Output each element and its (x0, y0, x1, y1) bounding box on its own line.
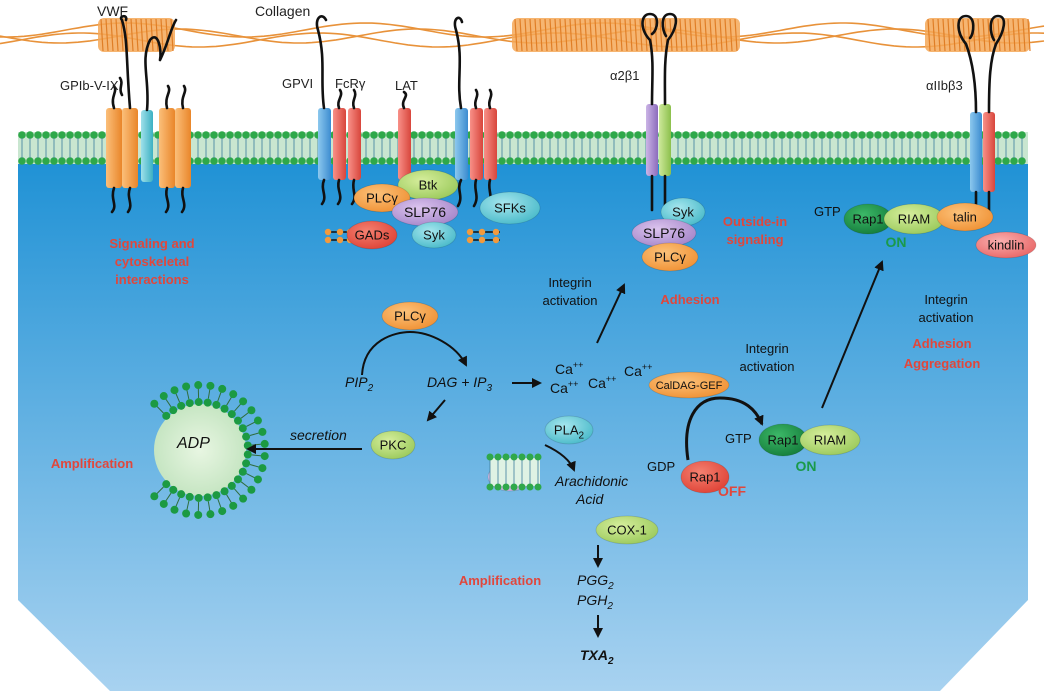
activation-label-1: activation (543, 293, 598, 308)
ca-1: Ca++ (555, 360, 583, 377)
off-text: OFF (718, 483, 746, 499)
svg-text:COX-1: COX-1 (607, 523, 647, 538)
pc-membrane-fragment (486, 453, 542, 491)
integrin-label-3: Integrin (924, 292, 967, 307)
gtp-mid: GTP (725, 431, 752, 446)
plcg-a2-node: PLCγ (641, 242, 699, 272)
svg-text:Rap1: Rap1 (852, 212, 883, 227)
sfks-node: SFKs (479, 191, 541, 225)
ca-3: Ca++ (588, 374, 616, 391)
gdp-label: GDP (647, 459, 675, 474)
svg-text:SFKs: SFKs (494, 201, 526, 216)
svg-text:PLCγ: PLCγ (654, 250, 686, 265)
label-gpib: GPIb-V-IX (60, 78, 119, 93)
svg-text:kindlin: kindlin (988, 238, 1025, 253)
rap1-on-node: Rap1 (758, 423, 808, 457)
ca-4: Ca++ (624, 362, 652, 379)
cytoplasm (18, 140, 1028, 691)
label-a2b1: α2β1 (610, 68, 639, 83)
gpib-v-ix-receptor (106, 14, 191, 214)
signaling-text-1: Signaling and (109, 236, 194, 251)
label-lat: LAT (395, 78, 418, 93)
pip2-label: PIP2 (345, 374, 374, 394)
svg-text:Rap1: Rap1 (689, 470, 720, 485)
amplification-left: Amplification (51, 456, 133, 471)
text-labels: VWF Collagen GPIb-V-IX GPVI FcRγ LAT α2β… (51, 3, 981, 667)
activation-label-2: activation (740, 359, 795, 374)
label-aiib3: αIIbβ3 (926, 78, 963, 93)
adhesion-text-2: Adhesion (912, 336, 971, 351)
gpvi-fcr-complex (315, 15, 500, 244)
adhesion-text: Adhesion (660, 292, 719, 307)
signaling-text-2: cytoskeletal (115, 254, 189, 269)
svg-text:SLP76: SLP76 (643, 225, 685, 241)
aiib3-integrin (957, 14, 1006, 214)
integrin-label-1: Integrin (548, 275, 591, 290)
on-text-top: ON (886, 234, 907, 250)
slp76-a2-node: SLP76 (631, 218, 697, 248)
on-text-mid: ON (796, 458, 817, 474)
arachidonic-label: Arachidonic (554, 473, 628, 489)
secretion-label: secretion (290, 427, 347, 443)
talin-node: talin (936, 202, 994, 232)
svg-text:PLA2: PLA2 (554, 423, 585, 442)
txa2-label: TXA2 (580, 647, 614, 667)
ca-2: Ca++ (550, 379, 578, 396)
pkc-node: PKC (370, 430, 416, 460)
slp76-top-node: SLP76 (391, 197, 459, 227)
acid-label: Acid (575, 491, 604, 507)
svg-text:talin: talin (953, 210, 977, 225)
svg-text:Syk: Syk (672, 205, 694, 220)
plcg-top-node: PLCγ (353, 183, 411, 213)
label-fcr: FcRγ (335, 76, 366, 91)
svg-text:SLP76: SLP76 (404, 204, 446, 220)
svg-text:PLCγ: PLCγ (366, 191, 398, 206)
signaling-text-3: interactions (115, 272, 189, 287)
btk-node: Btk (397, 169, 459, 201)
activation-label-3: activation (919, 310, 974, 325)
svg-text:CalDAG-GEF: CalDAG-GEF (656, 380, 723, 392)
pla2-node: PLA2 (544, 415, 594, 445)
a2b1-integrin (641, 12, 678, 212)
svg-text:Btk: Btk (419, 178, 438, 193)
label-vwf: VWF (97, 3, 128, 19)
integrin-label-2: Integrin (745, 341, 788, 356)
caldag-node: CalDAG-GEF (648, 371, 730, 399)
riam-top-node: RIAM (883, 203, 945, 235)
plcg-center-node: PLCγ (381, 301, 439, 331)
syk-a2-node: Syk (660, 197, 706, 227)
label-gpvi: GPVI (282, 76, 313, 91)
outside-in-text-1: Outside-in (723, 214, 787, 229)
aggregation-text: Aggregation (904, 356, 981, 371)
svg-text:Rap1: Rap1 (767, 433, 798, 448)
svg-text:Syk: Syk (423, 228, 445, 243)
label-collagen: Collagen (255, 3, 310, 19)
rap1-off-node: Rap1 (680, 460, 730, 494)
svg-text:RIAM: RIAM (814, 433, 847, 448)
pgh2-label: PGH2 (577, 592, 613, 612)
svg-text:PLCγ: PLCγ (394, 309, 426, 324)
pgg2-label: PGG2 (577, 572, 614, 592)
svg-text:GADs: GADs (355, 228, 390, 243)
dag-ip3-label: DAG + IP3 (427, 374, 493, 394)
adp-label: ADP (176, 435, 210, 452)
adp-vesicle (150, 381, 269, 519)
cox1-node: COX-1 (595, 515, 659, 545)
rap1-top-node: Rap1 (843, 203, 893, 235)
syk-top-node: Syk (411, 221, 457, 249)
riam-mid-node: RIAM (799, 424, 861, 456)
kindlin-node: kindlin (975, 231, 1037, 259)
gtp-top: GTP (814, 204, 841, 219)
svg-text:PKC: PKC (380, 438, 407, 453)
gads-node: GADs (346, 220, 398, 250)
outside-in-text-2: signaling (726, 232, 783, 247)
svg-text:RIAM: RIAM (898, 212, 931, 227)
pathway-arrows (246, 260, 884, 638)
amplification-center: Amplification (459, 573, 541, 588)
